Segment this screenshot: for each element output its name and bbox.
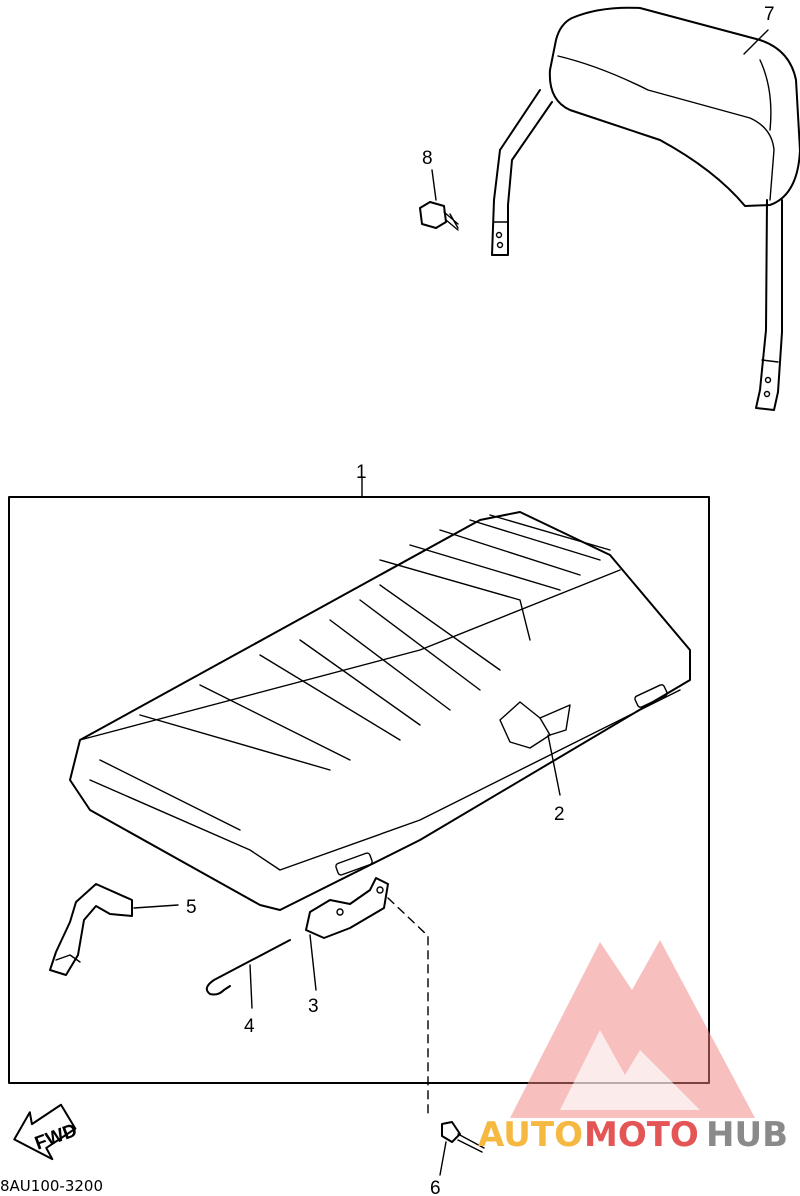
callout-5: 5 [186,897,197,918]
hinge-bracket [49,883,179,976]
callout-8: 8 [422,148,433,169]
bolt [419,169,459,231]
fwd-arrow: FWD [13,1103,80,1161]
seat [69,511,691,911]
callout-7: 7 [764,4,775,25]
rivet [387,897,485,1176]
svg-text:MOTO: MOTO [584,1115,699,1155]
watermark-text: AUTO MOTO HUB [478,1115,788,1155]
seat-latch [305,877,389,991]
watermark-logo-mark [510,940,755,1118]
svg-text:AUTO: AUTO [478,1115,583,1155]
callout-4: 4 [244,1016,255,1037]
callout-6: 6 [430,1178,441,1196]
seat-assembly-frame [8,496,710,1084]
latch-rod [205,939,291,1009]
diagram-code: 8AU100-3200 [0,1177,103,1195]
svg-text:HUB: HUB [706,1115,788,1155]
fwd-label: FWD [32,1120,80,1155]
backrest [491,6,800,411]
callout-3: 3 [308,996,319,1017]
callout-1: 1 [356,462,367,483]
callout-2: 2 [554,804,565,825]
